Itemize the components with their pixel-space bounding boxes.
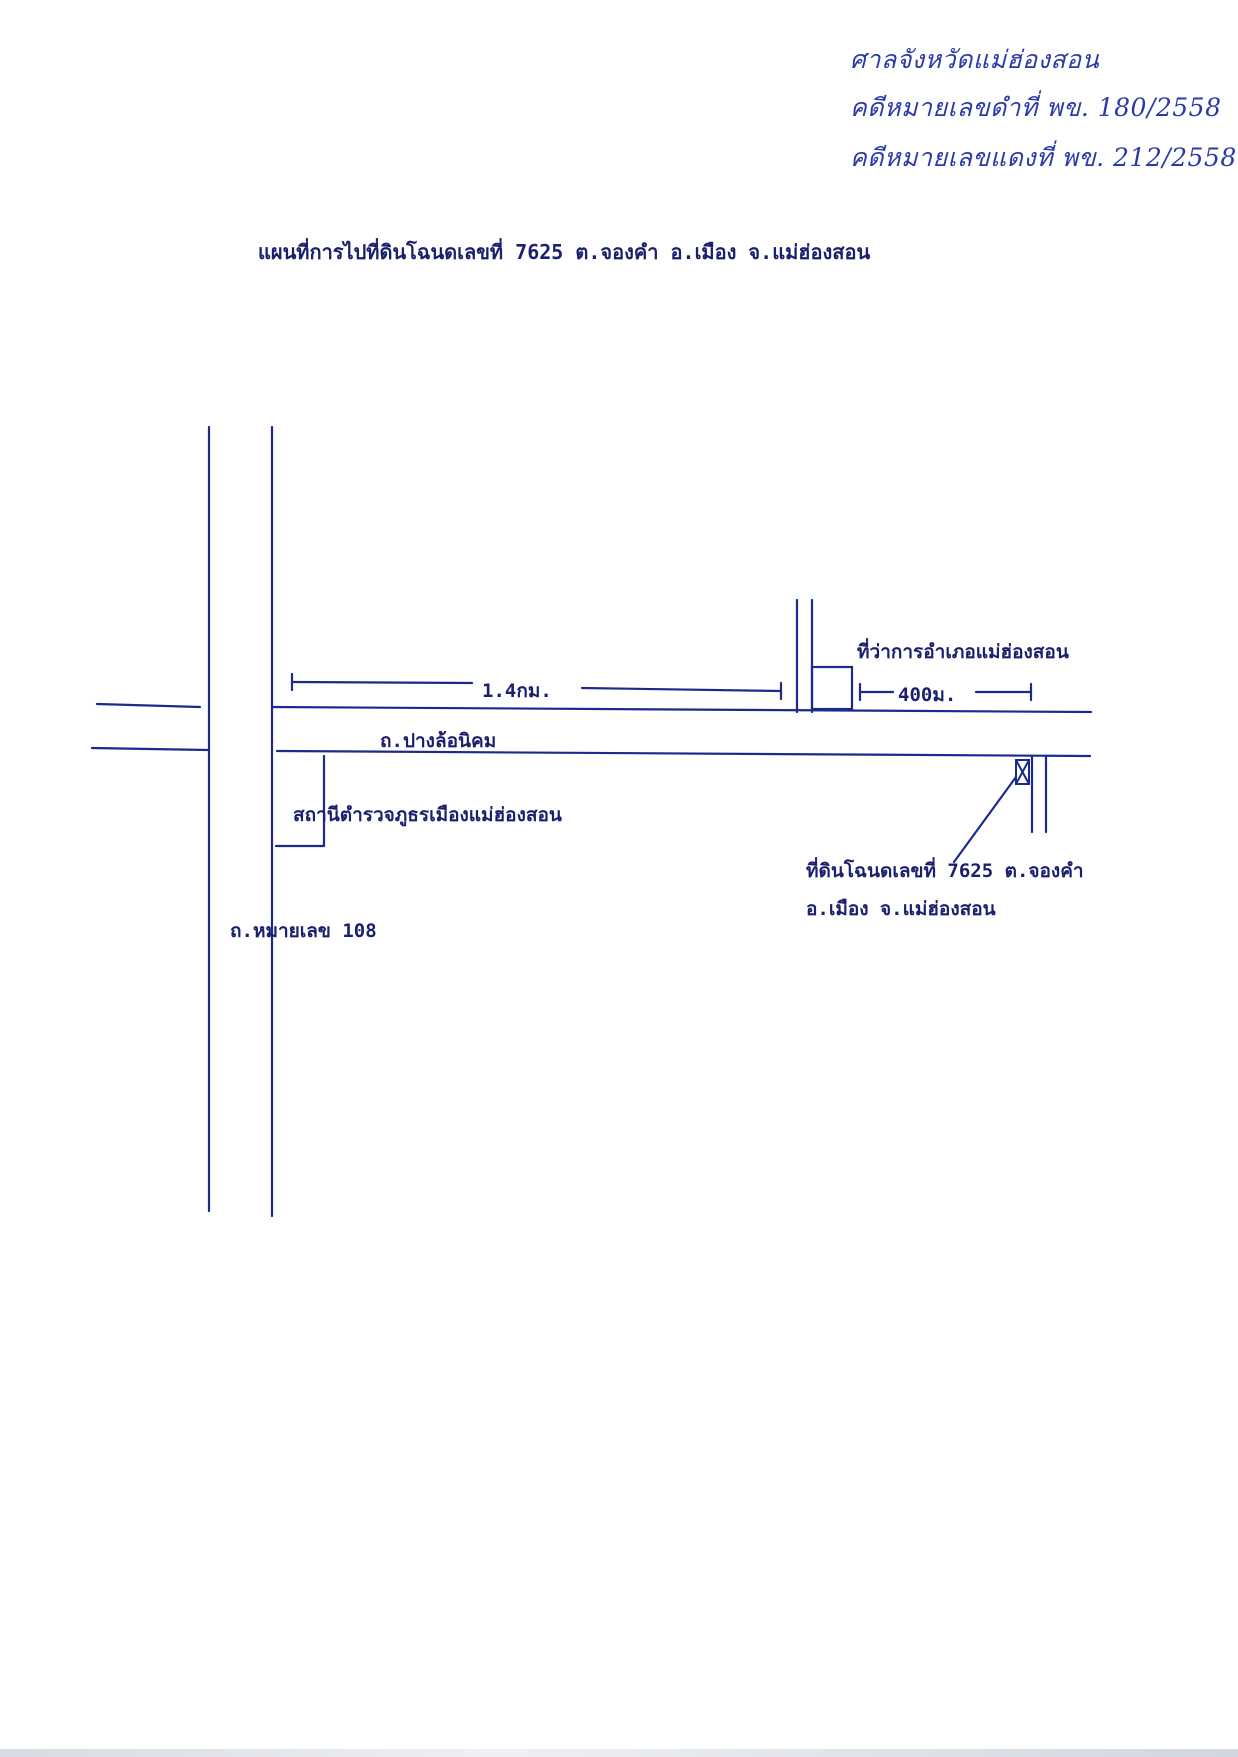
main-road-upper-edge bbox=[270, 705, 1093, 714]
land-plot-leader-line bbox=[952, 775, 1018, 864]
district-office-building bbox=[810, 665, 854, 711]
label-district-office: ที่ว่าการอำเภอแม่ฮ่องสอน bbox=[857, 641, 1069, 663]
label-land-plot-line1: ที่ดินโฉนดเลขที่ 7625 ต.จองคำ bbox=[806, 860, 1084, 882]
main-road-lower-edge bbox=[275, 749, 1092, 758]
scan-edge-strip bbox=[0, 1749, 1238, 1757]
handwritten-court-name: ศาลจังหวัดแม่ฮ่องสอน bbox=[850, 45, 1100, 74]
west-road-upper-stub bbox=[95, 702, 202, 709]
west-road-lower-stub bbox=[90, 746, 211, 752]
label-highway-108: ถ.หมายเลข 108 bbox=[230, 920, 377, 942]
handwritten-black-case-number: คดีหมายเลขดำที่ พข. 180/2558 bbox=[850, 93, 1222, 122]
map-title: แผนที่การไปที่ดินโฉนดเลขที่ 7625 ต.จองคำ… bbox=[258, 240, 871, 264]
distance-long-line-right bbox=[580, 686, 783, 693]
label-distance-short: 400ม. bbox=[898, 684, 957, 706]
label-main-road: ถ.ปางล้อนิคม bbox=[380, 730, 497, 752]
label-police-station: สถานีตำรวจภูธรเมืองแม่ฮ่องสอน bbox=[293, 804, 562, 826]
land-marker-icon bbox=[1015, 759, 1030, 785]
label-land-plot-line2: อ.เมือง จ.แม่ฮ่องสอน bbox=[806, 898, 996, 920]
handwritten-red-case-number: คดีหมายเลขแดงที่ พข. 212/2558 bbox=[850, 143, 1237, 172]
distance-long-line-left bbox=[290, 680, 474, 685]
label-distance-long: 1.4กม. bbox=[482, 680, 552, 702]
